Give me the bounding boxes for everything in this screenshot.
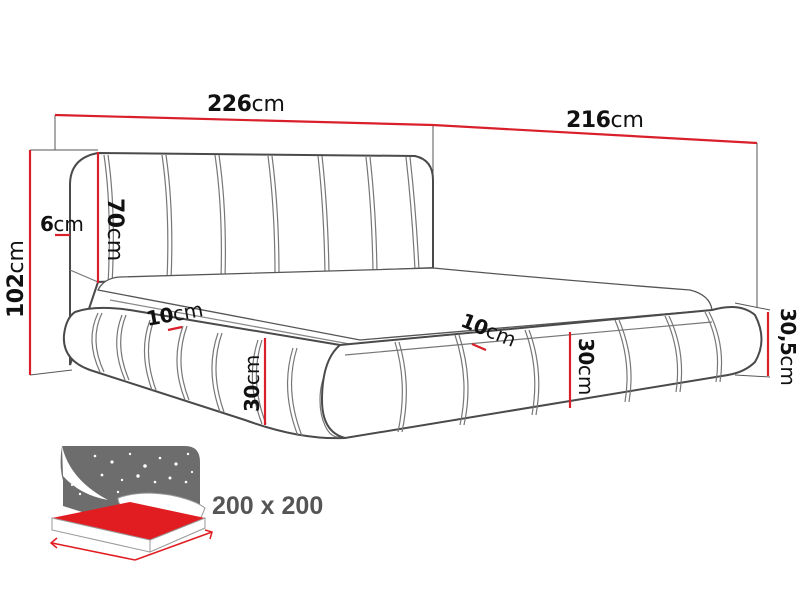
headboard-thickness-label: 6cm [40, 212, 84, 236]
dimension-lines [28, 113, 770, 425]
frame-left-side [62, 306, 347, 440]
total-height-label: 102cm [4, 240, 29, 318]
headboard [69, 151, 434, 366]
mattress-size-label: 200 x 200 [212, 492, 324, 520]
front-roll-dimension-line [471, 342, 487, 352]
left-roll-dimension-line [167, 325, 183, 332]
front-frame-height-label: 30cm [574, 338, 598, 396]
width-dimension-line [54, 113, 434, 127]
mattress [97, 267, 713, 346]
length-dimension-line [432, 123, 758, 145]
width-label: 226cm [207, 92, 285, 117]
side-height-label: 30,5cm [776, 308, 800, 386]
frame-front-side [320, 305, 763, 440]
headboard-height-label: 70cm [102, 198, 127, 262]
bed-with-starry-night-icon [49, 446, 213, 561]
frame-front-rolls [344, 311, 723, 433]
headboard-channels [69, 154, 420, 286]
length-label: 216cm [566, 108, 644, 133]
left-frame-height-label: 30cm [240, 354, 264, 412]
